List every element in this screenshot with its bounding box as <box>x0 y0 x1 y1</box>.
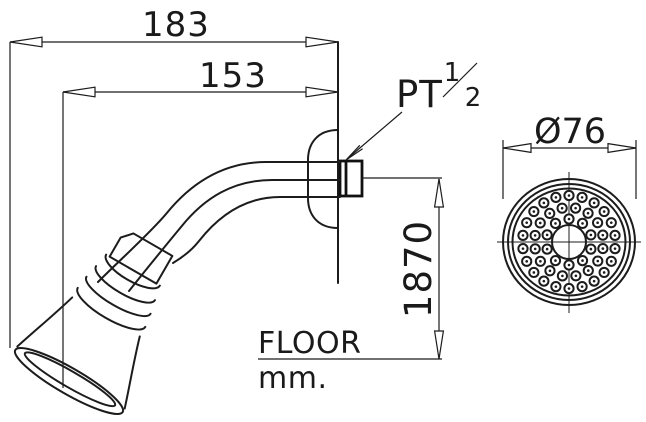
collar-nut <box>108 232 174 285</box>
arrowhead-up <box>433 178 445 208</box>
nozzle-dot-core <box>525 260 529 263</box>
nozzle-dot-core <box>560 206 564 210</box>
bell-right-profile <box>123 335 141 410</box>
arrowhead-left <box>9 36 43 48</box>
nozzle-dot-core <box>533 247 537 251</box>
leader-line <box>346 111 403 160</box>
nozzle-dot-core <box>548 212 552 215</box>
fraction-slash <box>442 62 478 98</box>
nozzle-dot-core <box>574 206 577 210</box>
ridge-line <box>76 286 147 331</box>
nozzle-dot-core <box>545 233 549 237</box>
arrowhead-down <box>433 330 445 360</box>
shower-head-bell-assembly <box>13 232 174 415</box>
arm-top-edge <box>97 161 341 283</box>
nozzle-dot-core <box>554 222 557 225</box>
nozzle-dot-core <box>580 196 584 199</box>
dim-1870-label: 1870 <box>397 220 440 318</box>
nozzle-dot-core <box>581 222 584 225</box>
nozzle-dot-core <box>613 234 617 237</box>
nozzle-dot-core <box>542 201 546 205</box>
nozzle-dot-core <box>521 247 525 250</box>
bell-mouth-rim <box>13 347 125 415</box>
nozzle-dot-core <box>609 221 613 224</box>
nozzle-dot-core <box>561 274 564 278</box>
nozzle-dot-core <box>567 217 571 221</box>
nozzle-dot-core <box>554 259 557 262</box>
thread-callout: PT 1 2 <box>345 58 482 161</box>
dimension-1870: 1870 <box>362 177 445 360</box>
nozzle-dot-core <box>589 233 593 237</box>
nozzle-dot-core <box>574 274 578 278</box>
arm-bottom-edge <box>172 196 341 264</box>
dim-183-label: 183 <box>142 5 210 45</box>
nozzle-dot-core <box>580 285 584 288</box>
dimension-153: 153 <box>62 56 339 388</box>
nozzle-dot-core <box>596 259 600 263</box>
floor-label: FLOOR <box>258 326 361 361</box>
nozzle-dot-core <box>609 260 613 263</box>
nozzle-dot-core <box>532 210 536 213</box>
nozzle-dot-core <box>554 285 558 288</box>
nozzle-dot-core <box>592 279 596 283</box>
nozzle-dot-core <box>592 201 596 205</box>
face-inner-rim <box>511 187 627 297</box>
nozzle-dot-core <box>539 259 542 263</box>
nozzle-dot-core <box>601 247 605 250</box>
dim-76-label: Ø76 <box>534 112 606 152</box>
unit-label: mm. <box>258 361 327 396</box>
face-middle-rim <box>507 183 631 301</box>
floor-reference: FLOOR mm. <box>258 326 442 396</box>
arrowhead-left <box>62 86 96 98</box>
thread-connector-body <box>338 159 364 198</box>
thread-label: PT <box>396 73 443 116</box>
thread-connector <box>338 159 364 198</box>
nozzle-dot-core <box>538 221 542 225</box>
nozzle-dot-core <box>586 269 590 272</box>
arrowhead-right <box>607 142 637 154</box>
side-profile-view <box>13 41 364 415</box>
ridge-line <box>94 265 156 304</box>
arrowhead-left <box>502 142 532 154</box>
nozzle-dot-core <box>521 234 525 237</box>
arm-inner-edge <box>128 179 341 292</box>
nozzle-dot-core <box>532 271 536 274</box>
ridge-line <box>104 253 161 290</box>
nozzle-dot-core <box>567 263 571 267</box>
nozzle-dot-core <box>567 194 571 197</box>
nozzle-dot-core <box>554 196 558 199</box>
face-outer-rim <box>502 178 636 306</box>
nozzle-dots <box>517 189 621 295</box>
shower-arm <box>97 161 341 292</box>
nozzle-dot-core <box>613 247 617 250</box>
arrowhead-right <box>305 86 339 98</box>
dimension-diameter-76: Ø76 <box>502 112 637 199</box>
bell-left-profile <box>16 296 74 348</box>
nozzle-dot-core <box>589 247 593 251</box>
nozzle-dot-core <box>581 259 584 262</box>
face-view: Ø76 <box>497 112 641 313</box>
nozzle-dot-core <box>533 234 537 237</box>
dimension-183: 183 <box>9 5 339 348</box>
nozzle-dot-core <box>525 221 529 224</box>
nozzle-dot-core <box>602 271 606 274</box>
dim-153-label: 153 <box>199 56 267 96</box>
arrowhead-right <box>305 36 339 48</box>
ridge-line <box>85 275 152 318</box>
nozzle-dot-core <box>596 221 599 225</box>
leader-arrowhead <box>345 144 363 161</box>
thread-fraction-denominator: 2 <box>465 83 482 113</box>
nozzle-dot-core <box>548 269 552 273</box>
bell-mouth-opening <box>23 351 117 408</box>
thread-fraction-numerator: 1 <box>444 58 461 88</box>
nozzle-dot-core <box>542 279 546 283</box>
nozzle-dot-core <box>567 287 571 290</box>
nozzle-dot-core <box>602 210 606 213</box>
ridged-collar <box>76 253 161 331</box>
nozzle-dot-core <box>601 233 605 237</box>
nozzle-dot-core <box>545 247 549 251</box>
face-center-hole <box>551 224 587 260</box>
nozzle-dot-core <box>586 211 590 215</box>
